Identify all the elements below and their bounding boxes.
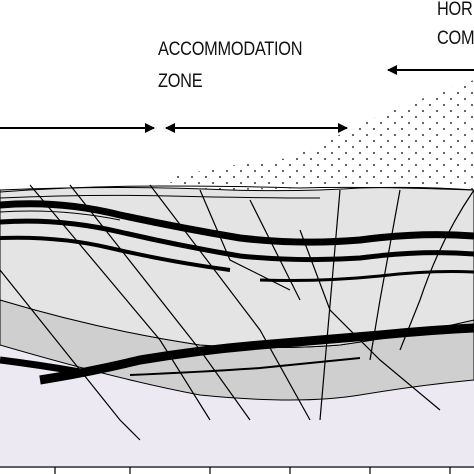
stippled-sediment-wedge (160, 80, 474, 190)
fault-5 (249, 199, 301, 301)
fault-7 (299, 229, 441, 411)
zone-arrows (0, 65, 474, 133)
right-zone-label-line2: COM (437, 28, 474, 49)
fault-3 (69, 184, 251, 421)
accommodation-zone-label-line2: ZONE (158, 71, 203, 92)
bottom-scale (0, 466, 474, 474)
fault-4 (149, 184, 311, 421)
fault-9 (399, 189, 474, 351)
fault-8 (369, 189, 401, 361)
black-bands (0, 200, 474, 385)
right-zone-label-line1: HOR (437, 0, 473, 20)
fault-2 (29, 184, 211, 421)
main-sediment-package (0, 186, 474, 348)
fault-6 (319, 189, 341, 421)
basement (0, 345, 474, 466)
fault-10 (199, 189, 291, 291)
fault-1 (0, 269, 141, 441)
accommodation-zone-label-line1: ACCOMMODATION (158, 39, 303, 60)
normal-faults (0, 184, 474, 441)
surface-layers (0, 185, 474, 221)
